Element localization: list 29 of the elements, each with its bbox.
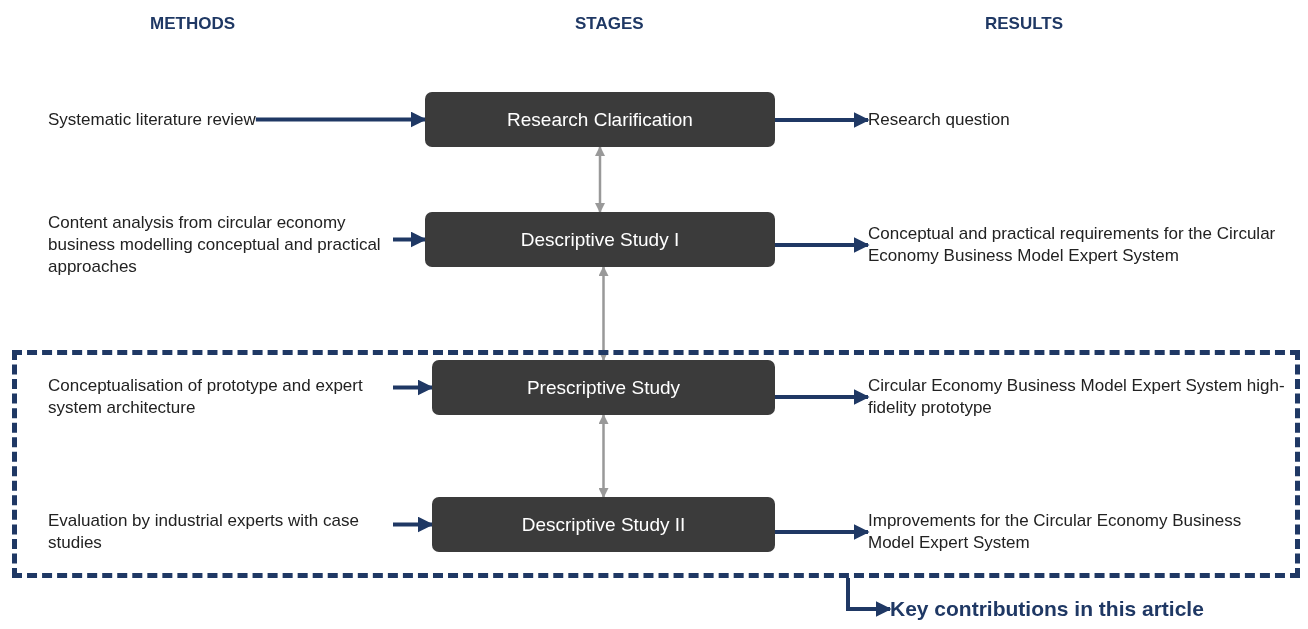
arrow	[775, 112, 870, 128]
method-text: Evaluation by industrial experts with case studies	[48, 501, 393, 563]
stage-box: Descriptive Study II	[432, 497, 775, 552]
arrow	[393, 379, 434, 396]
column-heading: RESULTS	[985, 14, 1064, 34]
arrow	[775, 389, 870, 405]
arrow	[255, 111, 427, 128]
method-text: Conceptualisation of prototype and expert system architecture	[48, 366, 393, 428]
dashed-frame	[12, 350, 1300, 578]
result-text: Circular Economy Business Model Expert System high-fidelity prototype	[868, 366, 1288, 428]
arrow	[595, 146, 605, 213]
result-text: Conceptual and practical requirements for the Circular Economy Business Model Expert System	[868, 205, 1288, 285]
arrow	[393, 231, 427, 248]
key-note: Key contributions in this article	[890, 592, 1204, 626]
column-heading: METHODS	[150, 14, 235, 34]
arrow	[598, 414, 609, 498]
arrow	[598, 266, 609, 361]
arrow	[846, 578, 892, 617]
result-text: Research question	[868, 100, 1010, 140]
method-text: Content analysis from circular economy business modelling conceptual and practical approaches	[48, 205, 393, 285]
column-heading: STAGES	[575, 14, 644, 34]
method-text: Systematic literature review	[48, 100, 256, 140]
stage-box: Prescriptive Study	[432, 360, 775, 415]
stage-box: Research Clarification	[425, 92, 775, 147]
result-text: Improvements for the Circular Economy Business Model Expert System	[868, 501, 1288, 563]
arrow	[775, 524, 870, 540]
stage-box: Descriptive Study I	[425, 212, 775, 267]
arrow	[393, 516, 434, 533]
arrow	[775, 237, 870, 253]
